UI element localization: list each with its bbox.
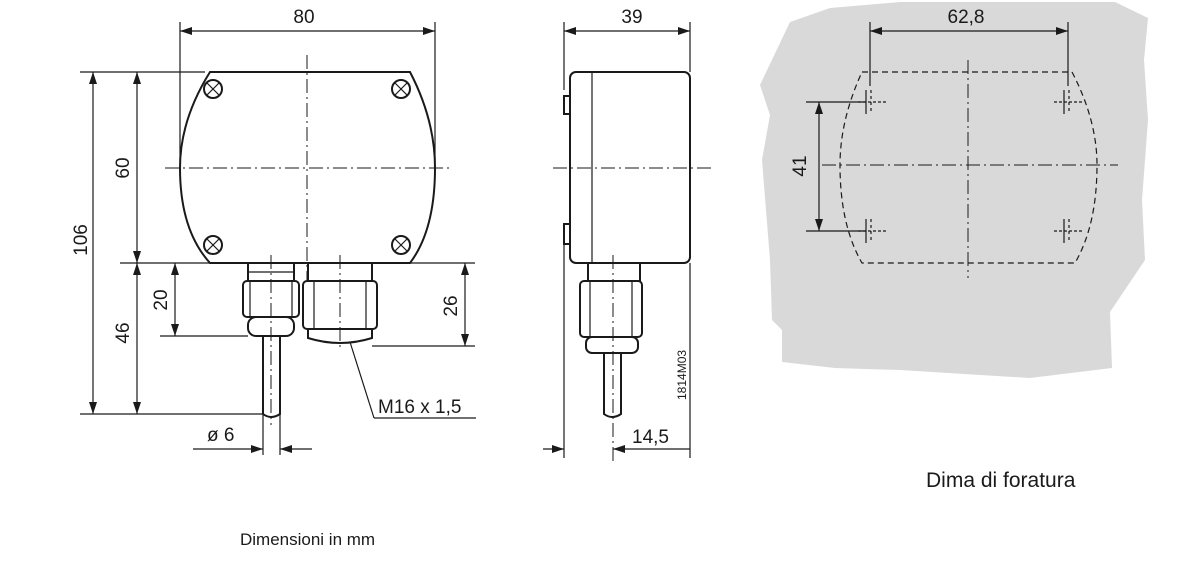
front-gland-height-label: 20: [151, 289, 172, 310]
cable-gland-height-label: 26: [441, 295, 462, 316]
side-depth-label: 39: [621, 7, 642, 28]
template-outline: [839, 71, 1098, 264]
front-view: 80 106 60 46 20 26 M16 x 1,5 ø 6: [71, 7, 476, 455]
side-probe-gland: [579, 262, 643, 418]
units-caption: Dimensioni in mm: [240, 530, 376, 549]
front-total-height-label: 106: [71, 224, 92, 256]
drilling-template: 62,8 41: [760, 2, 1148, 378]
drill-hole-icon: [1054, 219, 1082, 243]
screw-icon: [203, 235, 223, 255]
thread-label: M16 x 1,5: [378, 397, 461, 418]
probe-diameter-label: ø 6: [207, 425, 234, 446]
probe-offset-label: 14,5: [632, 427, 669, 448]
screw-icon: [203, 79, 223, 99]
hole-spacing-v-label: 41: [790, 155, 811, 176]
template-background: [760, 2, 1148, 378]
screw-icon: [391, 79, 411, 99]
hole-spacing-h-label: 62,8: [948, 7, 985, 28]
front-width-label: 80: [293, 7, 314, 28]
screw-icon: [391, 235, 411, 255]
side-view: 39 14,5 1814M03: [543, 7, 712, 465]
front-lower-height-label: 46: [113, 322, 134, 343]
drill-hole-icon: [1054, 90, 1082, 114]
drawing-code: 1814M03: [675, 350, 689, 400]
front-upper-height-label: 60: [113, 157, 134, 178]
template-caption: Dima di foratura: [926, 469, 1076, 492]
